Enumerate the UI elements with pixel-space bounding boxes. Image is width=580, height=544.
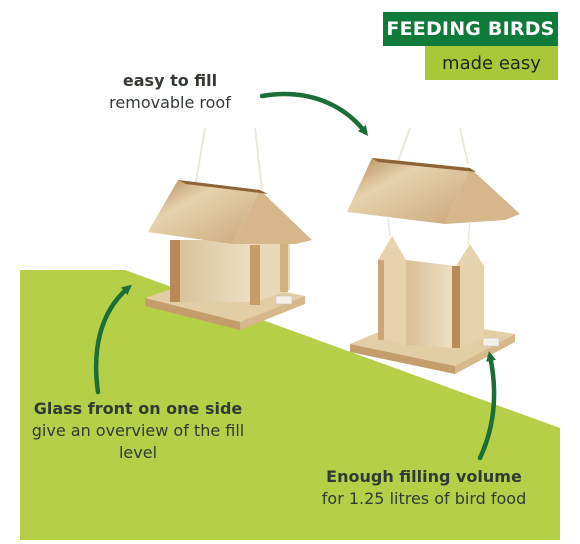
bird-feeder-open: [347, 127, 520, 374]
feature-title: Glass front on one side: [33, 399, 243, 418]
curved-arrow-icon: [259, 91, 369, 136]
feature-subtitle: give an overview of the fill level: [31, 421, 245, 462]
green-slope-background: [20, 270, 560, 540]
feature-title: easy to fill: [122, 71, 218, 90]
curved-arrow-icon: [93, 284, 132, 395]
badge-title: FEEDING BIRDS: [383, 12, 558, 46]
feature-easy-fill: easy to fill removable roof: [80, 70, 260, 114]
feature-filling-volume: Enough filling volume for 1.25 litres of…: [306, 466, 542, 510]
bird-feeder-assembled: [145, 127, 312, 330]
badge-subtitle: made easy: [425, 46, 558, 80]
feature-title: Enough filling volume: [326, 467, 522, 486]
feature-subtitle: removable roof: [109, 93, 231, 112]
curved-arrow-icon: [477, 351, 497, 461]
feature-glass-front: Glass front on one side give an overview…: [22, 398, 254, 464]
feature-subtitle: for 1.25 litres of bird food: [321, 489, 527, 508]
